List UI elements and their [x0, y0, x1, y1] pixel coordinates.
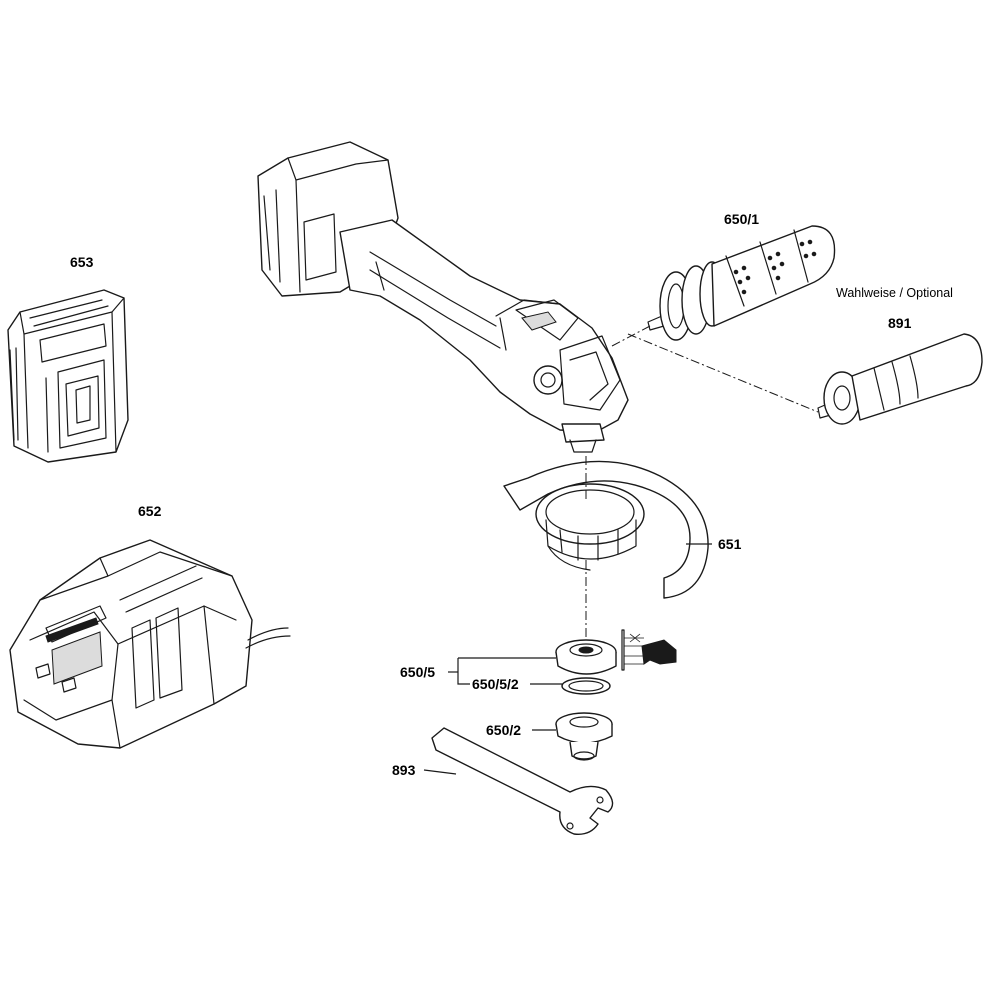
flange-detail-icon	[621, 629, 677, 671]
battery-pack-653[interactable]	[7, 289, 129, 463]
label-aux-handle: 650/1	[724, 211, 759, 227]
label-clamping-nut: 650/2	[486, 722, 521, 738]
aux-handle-650-1[interactable]	[647, 225, 836, 341]
label-o-ring: 650/5/2	[472, 676, 519, 692]
label-spanner: 893	[392, 762, 416, 778]
o-ring-650-5-2[interactable]	[561, 677, 611, 695]
label-flange-group: 650/5	[400, 664, 435, 680]
label-optional-note: Wahlweise / Optional	[836, 286, 953, 300]
label-guard: 651	[718, 536, 742, 552]
clamping-nut-650-2[interactable]	[555, 712, 613, 761]
label-charger: 652	[138, 503, 162, 519]
guard-651[interactable]	[503, 460, 709, 599]
label-alt-handle: 891	[888, 315, 912, 331]
alt-handle-891[interactable]	[817, 333, 983, 425]
charger-652[interactable]	[9, 539, 291, 749]
spanner-893[interactable]	[431, 727, 614, 835]
assembly-axes	[585, 325, 819, 640]
leader-lines	[423, 543, 712, 775]
angle-grinder-body	[257, 141, 629, 453]
label-battery: 653	[70, 254, 94, 270]
flange-650-5[interactable]	[555, 639, 617, 675]
